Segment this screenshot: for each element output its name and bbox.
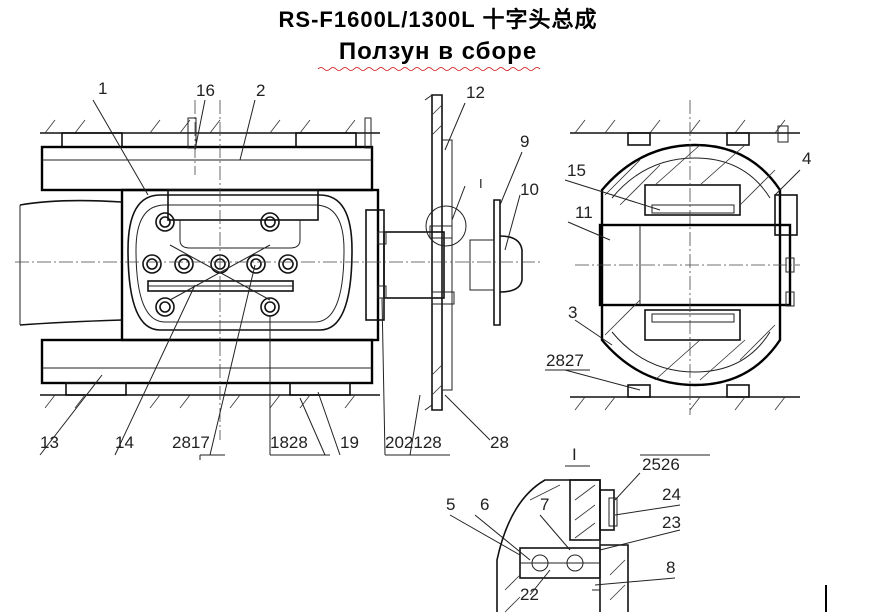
side-view — [570, 100, 800, 415]
callout-4: 4 — [802, 149, 811, 168]
leader-lines — [39, 99, 801, 596]
callout-16: 16 — [196, 81, 215, 100]
callout-23: 23 — [662, 513, 681, 532]
detail-marker-front: I — [479, 176, 483, 191]
callout-2827: 2827 — [546, 351, 584, 370]
callout-1828: 1828 — [270, 433, 308, 452]
callout-14: 14 — [115, 433, 134, 452]
callout-13: 13 — [40, 433, 59, 452]
callout-15: 15 — [567, 161, 586, 180]
callout-19: 19 — [340, 433, 359, 452]
callout-22: 22 — [520, 585, 539, 604]
callout-24: 24 — [662, 485, 681, 504]
callout-1: 1 — [98, 79, 107, 98]
callout-2526: 2526 — [642, 455, 680, 474]
drawing-title: RS-F1600L/1300L 十字头总成 — [278, 7, 598, 32]
callout-3: 3 — [568, 303, 577, 322]
callout-8: 8 — [666, 558, 675, 577]
callout-5: 5 — [446, 495, 455, 514]
callout-2: 2 — [256, 81, 265, 100]
front-view — [15, 94, 540, 440]
callout-6: 6 — [480, 495, 489, 514]
callout-28: 28 — [490, 433, 509, 452]
drawing-subtitle: Ползун в сборе — [338, 38, 538, 65]
callout-10: 10 — [520, 180, 539, 199]
callout-12: 12 — [466, 83, 485, 102]
callout-7: 7 — [540, 495, 549, 514]
callout-9: 9 — [520, 132, 529, 151]
subtitle-underline — [317, 67, 541, 71]
callout-2817: 2817 — [172, 433, 210, 452]
detail-view — [496, 465, 827, 613]
detail-marker-view: I — [572, 445, 577, 464]
callout-202128: 202128 — [385, 433, 442, 452]
callout-11: 11 — [575, 203, 593, 222]
